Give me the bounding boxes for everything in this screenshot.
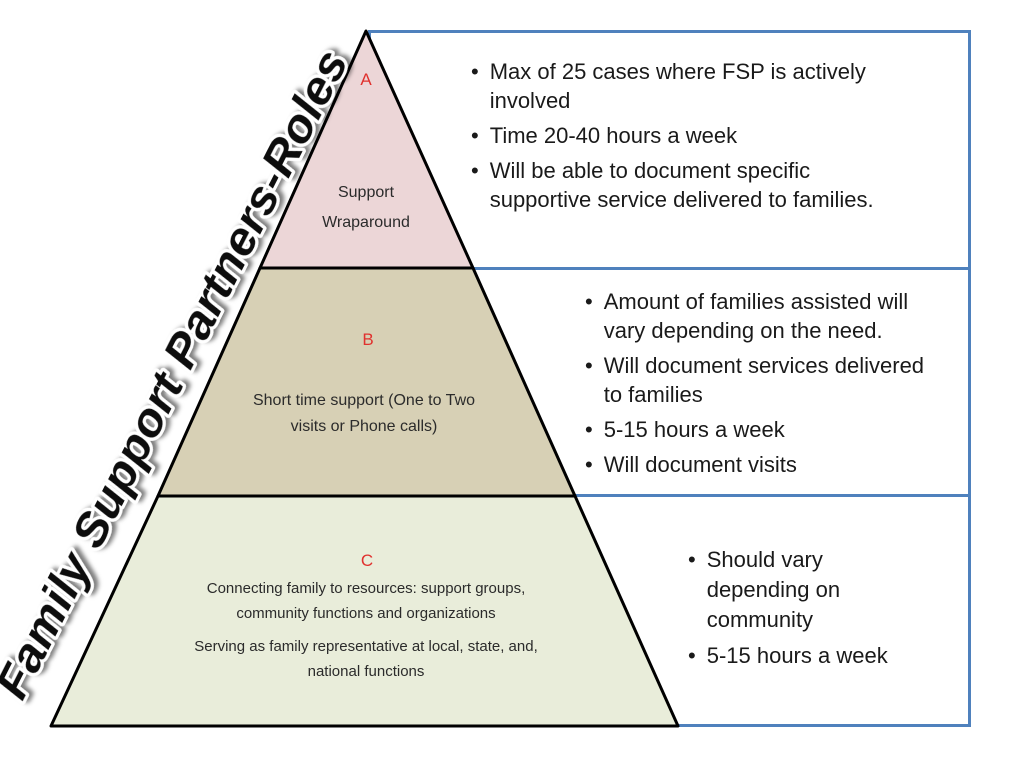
bullet-list-c: Should vary depending on community 5-15 … (563, 497, 931, 671)
callout-box-c: Should vary depending on community 5-15 … (560, 494, 971, 727)
bullet-list-b: Amount of families assisted will vary de… (443, 270, 940, 479)
bullet-item: 5-15 hours a week (585, 415, 940, 444)
bullet-list-a: Max of 25 cases where FSP is actively in… (371, 33, 916, 214)
tier-c-shape (49, 494, 680, 728)
bullet-item: Max of 25 cases where FSP is actively in… (471, 57, 916, 115)
callout-box-a: Max of 25 cases where FSP is actively in… (368, 30, 971, 270)
bullet-item: 5-15 hours a week (688, 641, 931, 671)
bullet-item: Time 20-40 hours a week (471, 121, 916, 150)
bullet-item: Amount of families assisted will vary de… (585, 287, 940, 345)
bullet-item: Will be able to document specific suppor… (471, 156, 916, 214)
tier-b-shape (156, 266, 577, 498)
bullet-item: Will document services delivered to fami… (585, 351, 940, 409)
tier-a-shape (258, 29, 475, 270)
bullet-item: Will document visits (585, 450, 940, 479)
bullet-item: Should vary depending on community (688, 545, 931, 635)
